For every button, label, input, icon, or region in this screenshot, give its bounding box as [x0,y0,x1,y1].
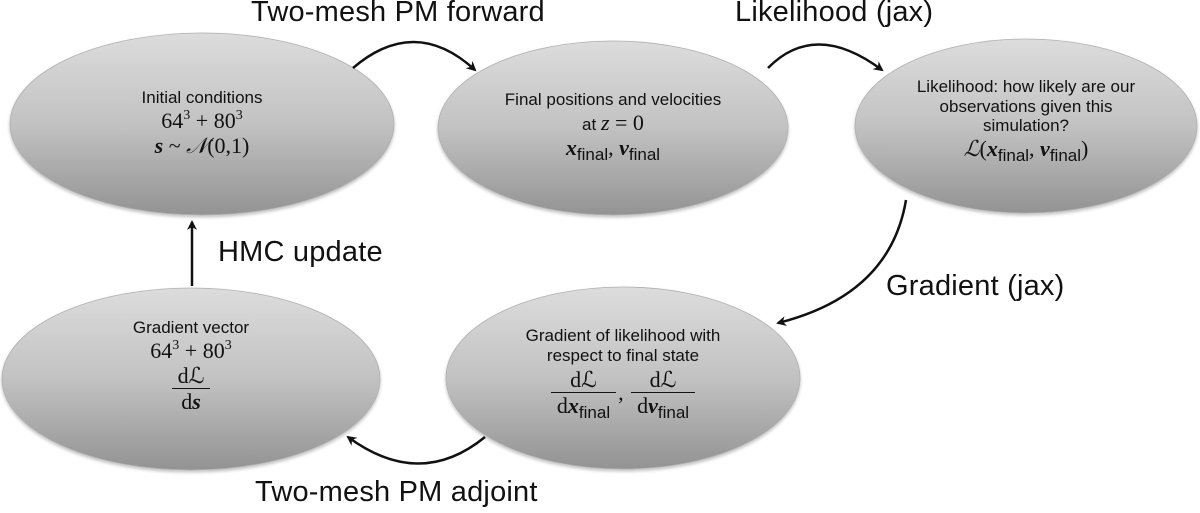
arrow-likelihood [767,43,884,72]
node-initial-conditions [9,32,395,216]
fraction-dL-ds: dℒ ds [171,363,211,415]
initial-conditions-size: 643 + 803 [161,107,243,133]
likelihood-line-3: simulation? [983,116,1069,136]
likelihood-text: Likelihood: how likely are our observati… [866,77,1186,165]
edge-label-forward: Two-mesh PM forward [251,0,545,28]
fraction-dL-dv: dℒ dvfinal [631,367,696,423]
arrow-gradient [776,199,908,326]
gradient-vector-title: Gradient vector [132,318,250,337]
gradient-final-line-2: respect to final state [546,345,700,365]
likelihood-line-1: Likelihood: how likely are our [916,77,1136,96]
likelihood-formula: ℒ(xfinal, vfinal) [963,135,1089,165]
edge-label-gradient: Gradient (jax) [886,270,1065,302]
likelihood-line-2: observations given this [939,96,1113,116]
initial-conditions-title: Initial conditions [141,88,263,107]
fraction-dL-dx: dℒ dxfinal [550,367,617,423]
node-final-state [437,40,789,216]
final-state-text: Final positions and velocities at z = 0 … [453,90,773,164]
initial-conditions-distribution: s ~ 𝒩(0,1) [154,132,250,159]
node-likelihood [854,38,1198,214]
gradient-vector-text: Gradient vector 643 + 803 dℒ ds [41,318,341,414]
gradient-final-line-1: Gradient of likelihood with [525,326,721,345]
edge-label-adjoint: Two-mesh PM adjoint [255,476,538,508]
node-gradient-vector [1,287,381,471]
final-state-vars: xfinal, vfinal [565,134,661,164]
initial-conditions-text: Initial conditions 643 + 803 s ~ 𝒩(0,1) [52,88,352,159]
gradient-vector-size: 643 + 803 [150,337,232,363]
arrow-forward [352,40,477,72]
arrow-adjoint [346,435,486,465]
edge-label-hmc-update: HMC update [218,236,383,268]
gradient-final-formula: dℒ dxfinal , dℒ dvfinal [463,367,783,423]
gradient-final-text: Gradient of likelihood with respect to f… [463,326,783,423]
final-state-redshift: at z = 0 [582,109,644,135]
final-state-title: Final positions and velocities [504,90,722,109]
edge-label-likelihood: Likelihood (jax) [735,0,934,28]
node-gradient-final [445,286,801,470]
gradient-vector-formula: dℒ ds [41,363,341,415]
